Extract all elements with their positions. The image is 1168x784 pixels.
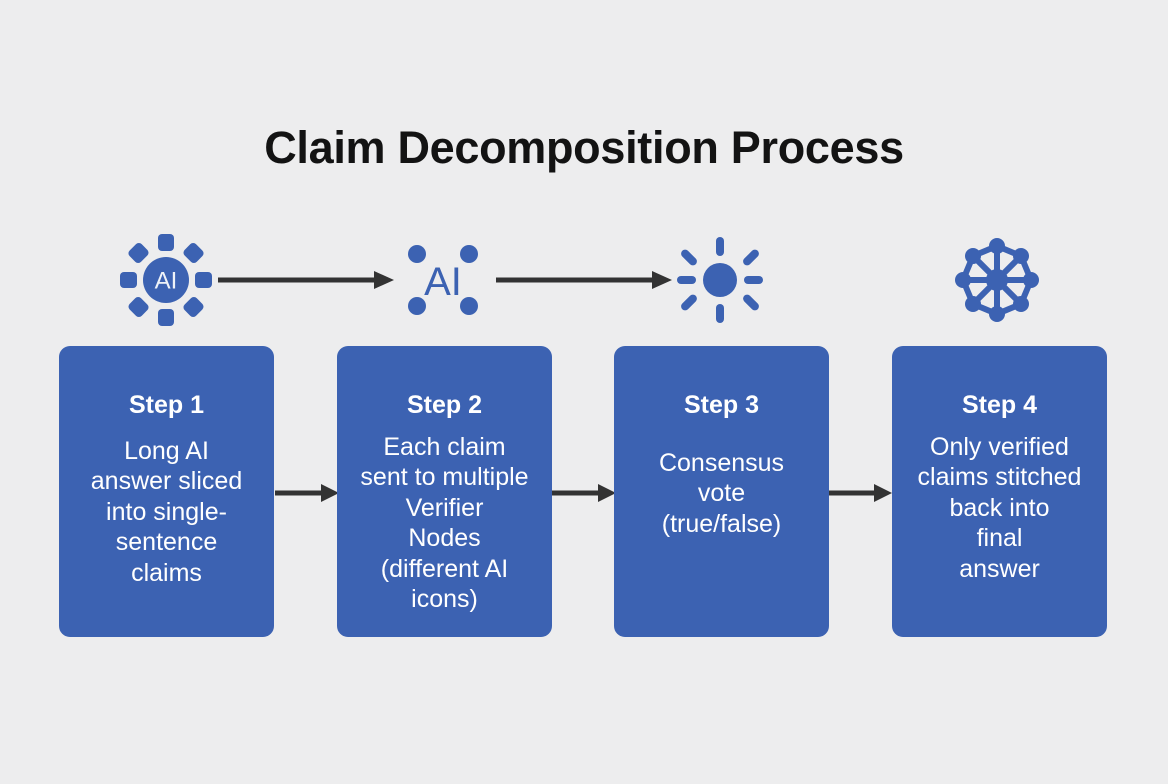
ai-chip-icon: AI bbox=[114, 228, 218, 332]
network-hub-icon bbox=[945, 228, 1049, 332]
description-line: sentence bbox=[115, 528, 218, 556]
description-line: Long AI bbox=[124, 436, 209, 465]
description-line: Only verified bbox=[930, 432, 1069, 461]
description-line: back into bbox=[949, 493, 1050, 522]
description-line: (different AI bbox=[380, 554, 509, 583]
arrow-icon1-to-icon2 bbox=[218, 268, 394, 292]
description-line: Consensus bbox=[658, 448, 785, 477]
page-title: Claim Decomposition Process bbox=[264, 122, 904, 173]
description-line: answer bbox=[959, 554, 1040, 583]
sun-burst-icon bbox=[668, 228, 772, 332]
description-line: vote bbox=[697, 479, 746, 507]
arrow-icon2-to-icon3 bbox=[496, 268, 672, 292]
description-line: answer sliced bbox=[90, 467, 243, 495]
step-card-3-title: Step 3 bbox=[683, 391, 760, 419]
description-line: Each claim bbox=[383, 432, 506, 461]
description-line: final bbox=[976, 524, 1023, 552]
svg-text:AI: AI bbox=[155, 268, 178, 295]
icon-row: AI AI bbox=[0, 228, 1168, 332]
step-card-2-title: Step 2 bbox=[406, 391, 483, 419]
description-line: icons) bbox=[411, 585, 478, 613]
arrow-step1-to-step2 bbox=[275, 481, 339, 505]
description-line: Verifier bbox=[405, 493, 484, 522]
description-line: claims stitched bbox=[917, 463, 1082, 491]
description-line: claims bbox=[131, 558, 202, 587]
step-card-4-title: Step 4 bbox=[961, 391, 1038, 419]
description-line: Nodes bbox=[408, 524, 481, 552]
svg-text:AI: AI bbox=[424, 260, 462, 304]
ai-corners-icon: AI bbox=[391, 228, 495, 332]
description-line: (true/false) bbox=[661, 509, 782, 538]
step-card-1-title: Step 1 bbox=[128, 391, 205, 419]
arrow-step3-to-step4 bbox=[828, 481, 892, 505]
description-line: into single- bbox=[106, 497, 227, 526]
arrow-step2-to-step3 bbox=[552, 481, 616, 505]
description-line: sent to multiple bbox=[360, 463, 529, 491]
